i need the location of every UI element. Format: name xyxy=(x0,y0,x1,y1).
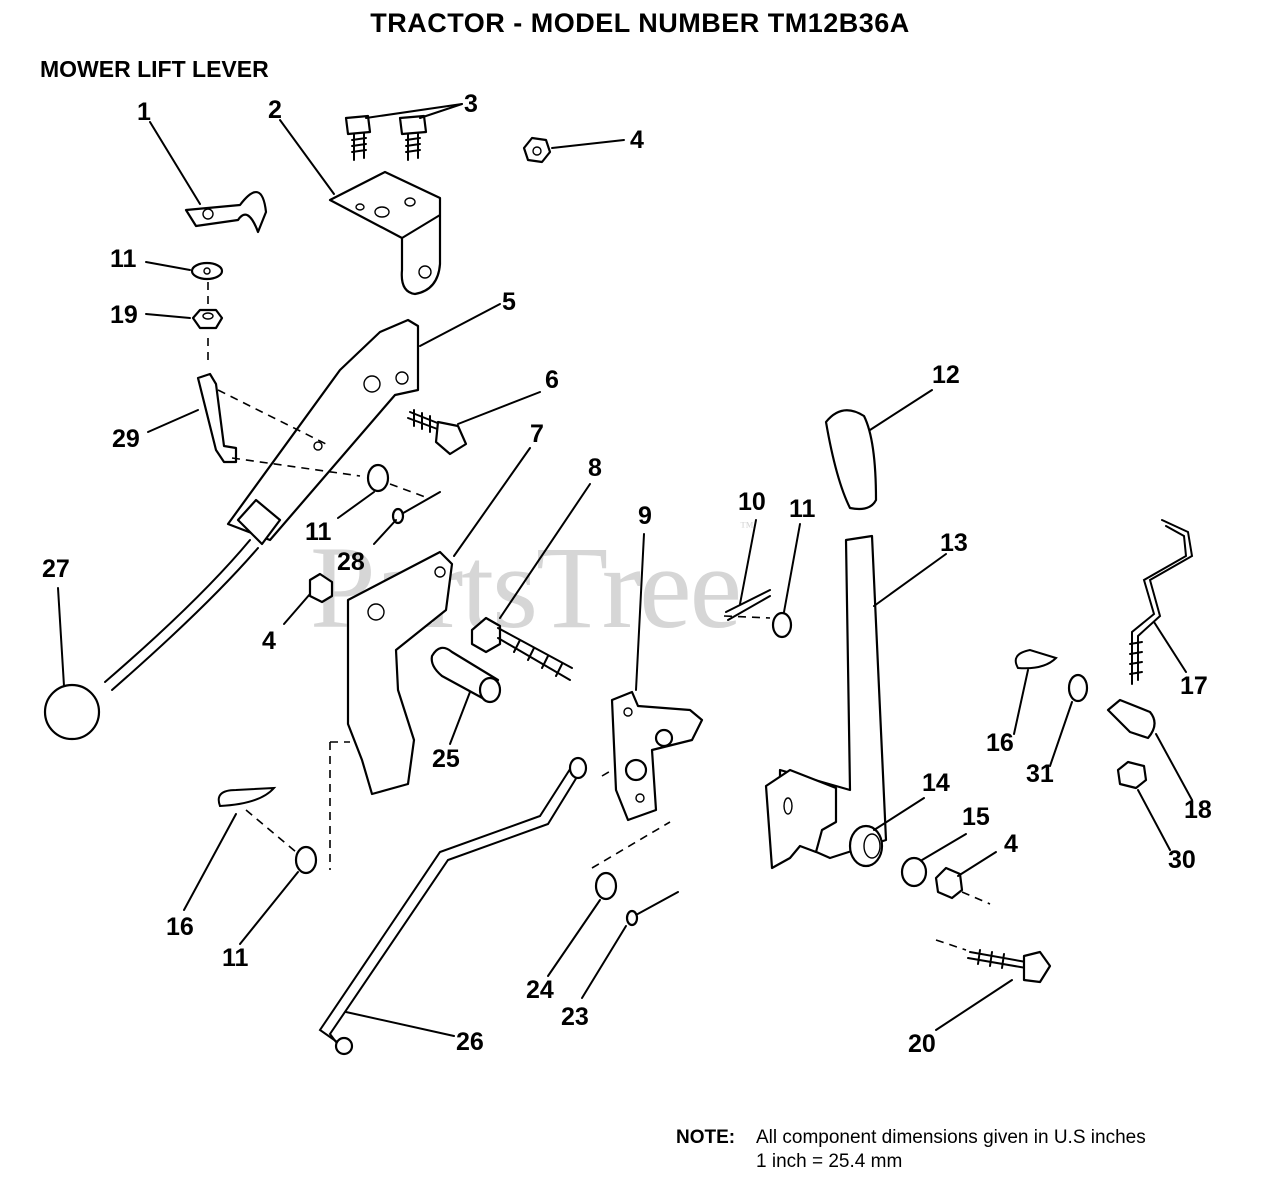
callout-11: 11 xyxy=(222,944,249,972)
part-18-ferrule xyxy=(1106,698,1156,740)
part-30-nut xyxy=(1116,760,1148,790)
note-line-1: All component dimensions given in U.S in… xyxy=(756,1127,1146,1148)
part-6-bolt xyxy=(407,409,468,456)
callout-16: 16 xyxy=(166,913,194,941)
callout-8: 8 xyxy=(588,454,602,482)
part-4-nut-top xyxy=(522,136,552,164)
part-11-washer-mid xyxy=(366,463,390,493)
part-19-nut xyxy=(191,308,224,330)
callout-16: 16 xyxy=(986,729,1014,757)
callout-2: 2 xyxy=(268,96,282,124)
callout-17: 17 xyxy=(1180,672,1208,700)
part-23-pin xyxy=(633,891,679,917)
callout-3: 3 xyxy=(464,90,478,118)
diagram-subtitle: MOWER LIFT LEVER xyxy=(40,56,269,82)
part-4-nut-mid xyxy=(308,572,334,604)
callout-15: 15 xyxy=(962,803,990,831)
callout-14: 14 xyxy=(922,769,950,797)
callout-12: 12 xyxy=(932,361,960,389)
part-24-washer xyxy=(594,871,618,901)
part-17-rod xyxy=(1129,519,1194,685)
callout-26: 26 xyxy=(456,1028,484,1056)
callout-28: 28 xyxy=(337,548,365,576)
alignment-lines xyxy=(207,282,991,951)
note-label: NOTE: xyxy=(676,1127,736,1148)
callout-7: 7 xyxy=(530,420,544,448)
callout-11: 11 xyxy=(789,495,816,523)
part-10-cotter-pin xyxy=(725,589,771,621)
callout-19: 19 xyxy=(110,301,138,329)
callout-29: 29 xyxy=(112,425,140,453)
callout-13: 13 xyxy=(940,529,968,557)
callout-4: 4 xyxy=(1004,830,1018,858)
callout-11: 11 xyxy=(110,245,137,273)
part-11-washer-top xyxy=(190,261,224,281)
callout-30: 30 xyxy=(1168,846,1196,874)
part-16-hairpin-right xyxy=(1014,648,1058,670)
part-20-bolt xyxy=(967,949,1052,984)
part-3-bolts xyxy=(344,114,428,161)
callout-11: 11 xyxy=(305,518,332,546)
part-25-spacer xyxy=(430,646,502,704)
part-11-washer-lower xyxy=(294,845,318,875)
part-11-washer-upper-right xyxy=(771,611,793,639)
callout-9: 9 xyxy=(638,502,652,530)
part-15-washer xyxy=(900,856,928,888)
callout-5: 5 xyxy=(502,288,516,316)
callout-31: 31 xyxy=(1026,760,1054,788)
callout-27: 27 xyxy=(42,555,70,583)
part-14-bushing xyxy=(848,824,884,868)
part-5-lift-arm xyxy=(226,318,420,546)
part-13-handle xyxy=(764,534,888,870)
note-line-2: 1 inch = 25.4 mm xyxy=(756,1151,903,1172)
part-2-bracket xyxy=(328,170,442,296)
part-7-plate xyxy=(346,550,454,796)
diagram-title: TRACTOR - MODEL NUMBER TM12B36A xyxy=(370,8,910,38)
part-16-hairpin-left xyxy=(217,786,277,808)
part-9-pivot-plate xyxy=(610,690,704,822)
part-1-clip xyxy=(184,191,268,234)
leader-lines xyxy=(57,103,1193,1037)
part-8-bolt xyxy=(470,616,573,681)
callout-18: 18 xyxy=(1184,796,1212,824)
part-31-washer xyxy=(1067,673,1089,703)
part-4-nut-lower xyxy=(934,866,964,900)
part-28-pin xyxy=(397,491,441,517)
callout-1: 1 xyxy=(137,98,151,126)
part-27-cable-knob xyxy=(43,539,259,741)
callout-4: 4 xyxy=(262,627,276,655)
callout-4: 4 xyxy=(630,126,644,154)
part-29-link xyxy=(196,372,238,464)
callout-25: 25 xyxy=(432,745,460,773)
part-26-lift-link xyxy=(318,756,588,1056)
dimension-note: NOTE: All component dimensions given in U… xyxy=(676,1126,1146,1174)
callout-20: 20 xyxy=(908,1030,936,1058)
callout-6: 6 xyxy=(545,366,559,394)
part-12-grip xyxy=(824,409,878,511)
callout-24: 24 xyxy=(526,976,554,1004)
callout-23: 23 xyxy=(561,1003,589,1031)
callout-10: 10 xyxy=(738,488,766,516)
